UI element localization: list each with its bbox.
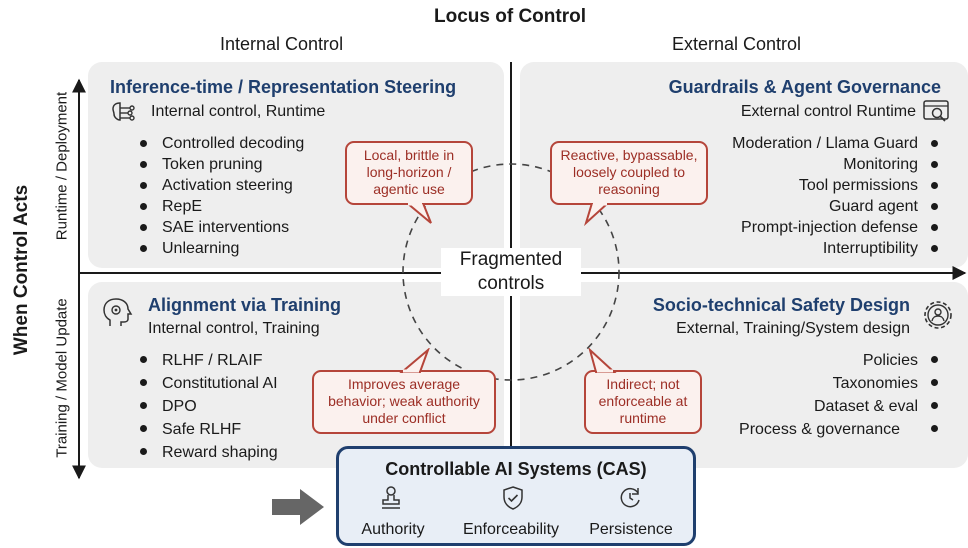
callout-tail-alignment [399,348,430,373]
list-guardrails: Moderation / Llama Guard Monitoring Tool… [732,133,942,259]
cas-title: Controllable AI Systems (CAS) [385,459,647,479]
pillar-persistence: Persistence [589,521,673,538]
locus-title: Locus of Control [434,6,586,27]
list-item: Monitoring [732,154,942,175]
monitor-search-icon [922,98,952,131]
runtime-deployment-label: Runtime / Deployment [53,91,71,241]
list-item: Dataset & eval [739,395,942,418]
internal-control-header: Internal Control [220,34,344,54]
callout-inference: Local, brittle in long-horizon / agentic… [345,141,473,205]
gear-person-icon [918,295,958,340]
quadrant-subtitle-alignment: Internal control, Training [148,320,320,337]
list-item: Prompt-injection defense [732,217,942,238]
pillar-authority: Authority [361,521,425,538]
quadrant-title-alignment: Alignment via Training [148,295,342,315]
list-item: Taxonomies [739,372,942,395]
pillar-enforceability: Enforceability [462,521,560,538]
brain-circuit-icon [108,100,136,129]
callout-sociotechnical: Indirect; not enforceable at runtime [584,370,702,434]
list-item: Moderation / Llama Guard [732,133,942,154]
stamp-icon [379,485,403,516]
shield-check-icon [501,485,525,516]
callout-alignment: Improves average behavior; weak authorit… [312,370,496,434]
list-item: RLHF / RLAIF [136,349,278,372]
quadrant-title-guardrails: Guardrails & Agent Governance [668,77,941,97]
list-item: Reward shaping [136,441,278,464]
quadrant-subtitle-guardrails: External control Runtime [740,103,916,120]
quadrant-title-inference: Inference-time / Representation Steering [110,77,457,97]
list-item: Constitutional AI [136,372,278,395]
list-item: Unlearning [136,238,304,259]
training-model-update-label: Training / Model Update [53,298,71,458]
list-item: Tool permissions [732,175,942,196]
callout-tail-sociotechnical [588,348,617,373]
list-item: RepE [136,196,304,217]
list-item: Guard agent [732,196,942,217]
cycle-clock-icon [617,485,643,516]
external-control-header: External Control [672,34,802,54]
callout-tail-guardrails [584,203,610,227]
list-inference: Controlled decoding Token pruning Activa… [136,133,304,259]
list-item: Policies [739,349,942,372]
pointer-arrow-icon [272,489,324,525]
list-item: Token pruning [136,154,304,175]
when-control-acts-label: When Control Acts [11,184,32,356]
callout-tail-inference [405,203,432,224]
list-item: Safe RLHF [136,418,278,441]
callout-guardrails: Reactive, bypassable, loosely coupled to… [550,141,708,205]
quadrant-title-sociotechnical: Socio-technical Safety Design [652,295,910,315]
list-item: Controlled decoding [136,133,304,154]
list-item: Activation steering [136,175,304,196]
list-item: DPO [136,395,278,418]
list-alignment: RLHF / RLAIF Constitutional AI DPO Safe … [136,349,278,464]
list-sociotechnical: Policies Taxonomies Dataset & eval Proce… [739,349,942,441]
quadrant-subtitle-inference: Internal control, Runtime [151,103,326,120]
list-item: Process & governance [739,418,942,441]
fragmented-controls-label: Fragmented controls [441,248,581,296]
cas-box: Controllable AI Systems (CAS) Authority … [336,446,696,546]
list-item: SAE interventions [136,217,304,238]
list-item: Interruptibility [732,238,942,259]
head-gear-icon [100,296,134,335]
quadrant-subtitle-sociotechnical: External, Training/System design [676,320,910,337]
